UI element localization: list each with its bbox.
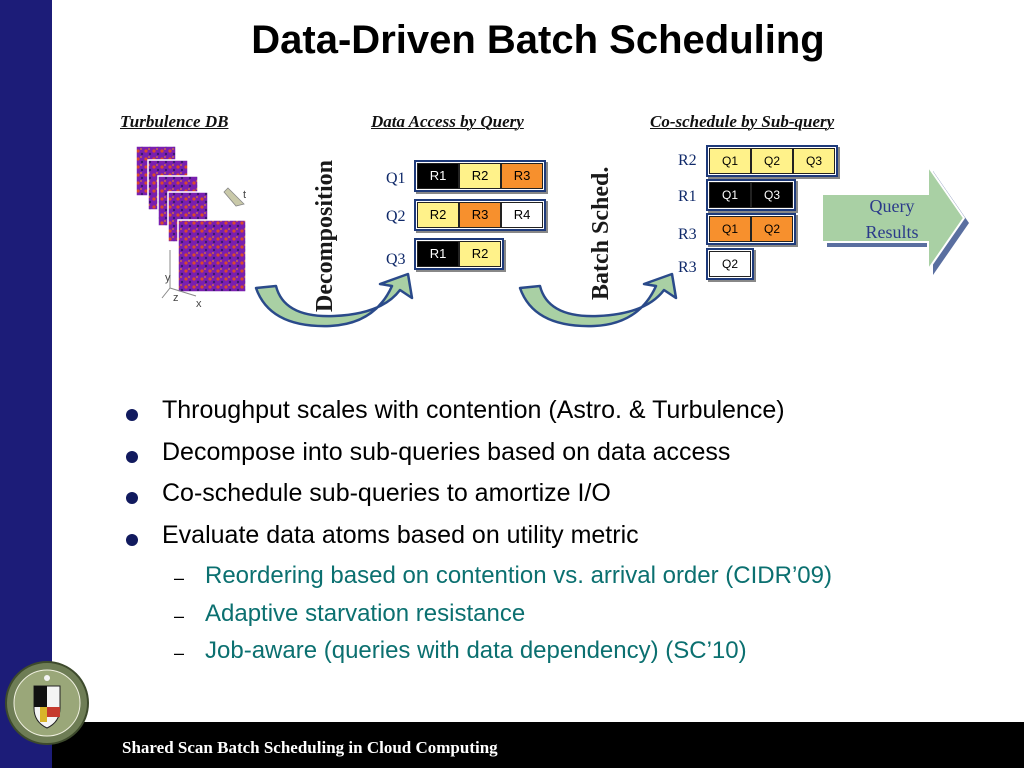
section-label-data-access: Data Access by Query [371, 112, 524, 131]
query-row-box [414, 238, 504, 270]
query-cell: R1 [417, 241, 459, 267]
axis-label-x: x [196, 298, 202, 310]
slide-title: Data-Driven Batch Scheduling [251, 18, 825, 62]
subquery-cell: Q3 [751, 182, 793, 208]
query-results-arrow-icon [821, 162, 969, 275]
subquery-cell: Q1 [709, 216, 751, 242]
subquery-cell: Q1 [709, 182, 751, 208]
bullet-text: Decompose into sub-queries based on data… [162, 437, 731, 466]
axis-label-t: t [243, 189, 247, 201]
subquery-row-box [706, 213, 796, 245]
sub-bullet-dash: – [174, 568, 185, 588]
bullet-item: Evaluate data atoms based on utility met… [120, 521, 1000, 563]
query-label: Q2 [386, 208, 406, 225]
query-cell: R2 [417, 202, 459, 228]
bullet-dot-icon [126, 492, 138, 504]
university-seal-icon [5, 661, 89, 745]
subquery-cell: Q3 [793, 148, 835, 174]
batch-sched-label: Batch Sched. [588, 166, 614, 300]
axis-label-y: y [165, 272, 171, 284]
sub-bullet-dash: – [174, 643, 185, 663]
sub-bullet-item: –Adaptive starvation resistance [120, 600, 1000, 638]
axis-label-z: z [173, 292, 179, 304]
subquery-row-box [706, 145, 838, 177]
bullet-dot-icon [126, 533, 138, 546]
subquery-cell: Q2 [751, 216, 793, 242]
sub-bullet-text: Reordering based on contention vs. arriv… [205, 562, 832, 589]
sub-bullet-item: –Reordering based on contention vs. arri… [120, 562, 1000, 600]
decomposition-label: Decomposition [312, 160, 338, 312]
query-label: Q3 [386, 251, 406, 268]
bullet-text: Co-schedule sub-queries to amortize I/O [162, 479, 611, 507]
batch-sched-arrow-icon [518, 272, 678, 328]
turbulence-volume-stack-icon [135, 145, 247, 299]
subquery-label: R3 [678, 226, 697, 243]
bullet-dot-icon [126, 409, 138, 421]
section-label-turbulence-db: Turbulence DB [120, 112, 229, 131]
footer-bar [52, 722, 1024, 768]
query-row-box [414, 199, 546, 231]
bullet-item: Throughput scales with contention (Astro… [120, 396, 1000, 438]
query-cell: R2 [459, 163, 501, 189]
sub-bullet-text: Adaptive starvation resistance [205, 599, 526, 627]
sub-bullet-text: Job-aware (queries with data dependency)… [205, 637, 747, 664]
sidebar-bar [0, 0, 52, 768]
subquery-cell: Q2 [751, 148, 793, 174]
bullet-item: Co-schedule sub-queries to amortize I/O [120, 479, 1000, 521]
query-cell: R4 [501, 202, 543, 228]
query-results-label-line2: Results [865, 222, 919, 242]
subquery-row-box [706, 179, 796, 211]
footer-title: Shared Scan Batch Scheduling in Cloud Co… [122, 738, 498, 757]
subquery-cell: Q1 [709, 148, 751, 174]
bullet-dot-icon [126, 450, 138, 463]
query-label: Q1 [386, 170, 406, 187]
query-cell: R1 [417, 163, 459, 189]
subquery-cell: Q2 [709, 251, 751, 277]
sub-bullet-item: –Job-aware (queries with data dependency… [120, 637, 1000, 675]
bullet-item: Decompose into sub-queries based on data… [120, 438, 1000, 480]
subquery-label: R2 [678, 152, 697, 169]
query-cell: R3 [459, 202, 501, 228]
query-results-label-line1: Query [869, 196, 915, 216]
subquery-label: R1 [678, 188, 697, 205]
bullet-list: Throughput scales with contention (Astro… [120, 396, 1000, 675]
bullet-text: Evaluate data atoms based on utility met… [162, 520, 639, 549]
query-row-box [414, 160, 546, 192]
subquery-row-box [706, 248, 754, 280]
section-label-co-schedule: Co-schedule by Sub-query [650, 112, 835, 131]
subquery-label: R3 [678, 259, 697, 276]
decomposition-arrow-icon [254, 272, 414, 328]
sub-bullet-dash: – [174, 605, 185, 626]
bullet-text: Throughput scales with contention (Astro… [162, 396, 785, 424]
query-cell: R2 [459, 241, 501, 267]
query-cell: R3 [501, 163, 543, 189]
